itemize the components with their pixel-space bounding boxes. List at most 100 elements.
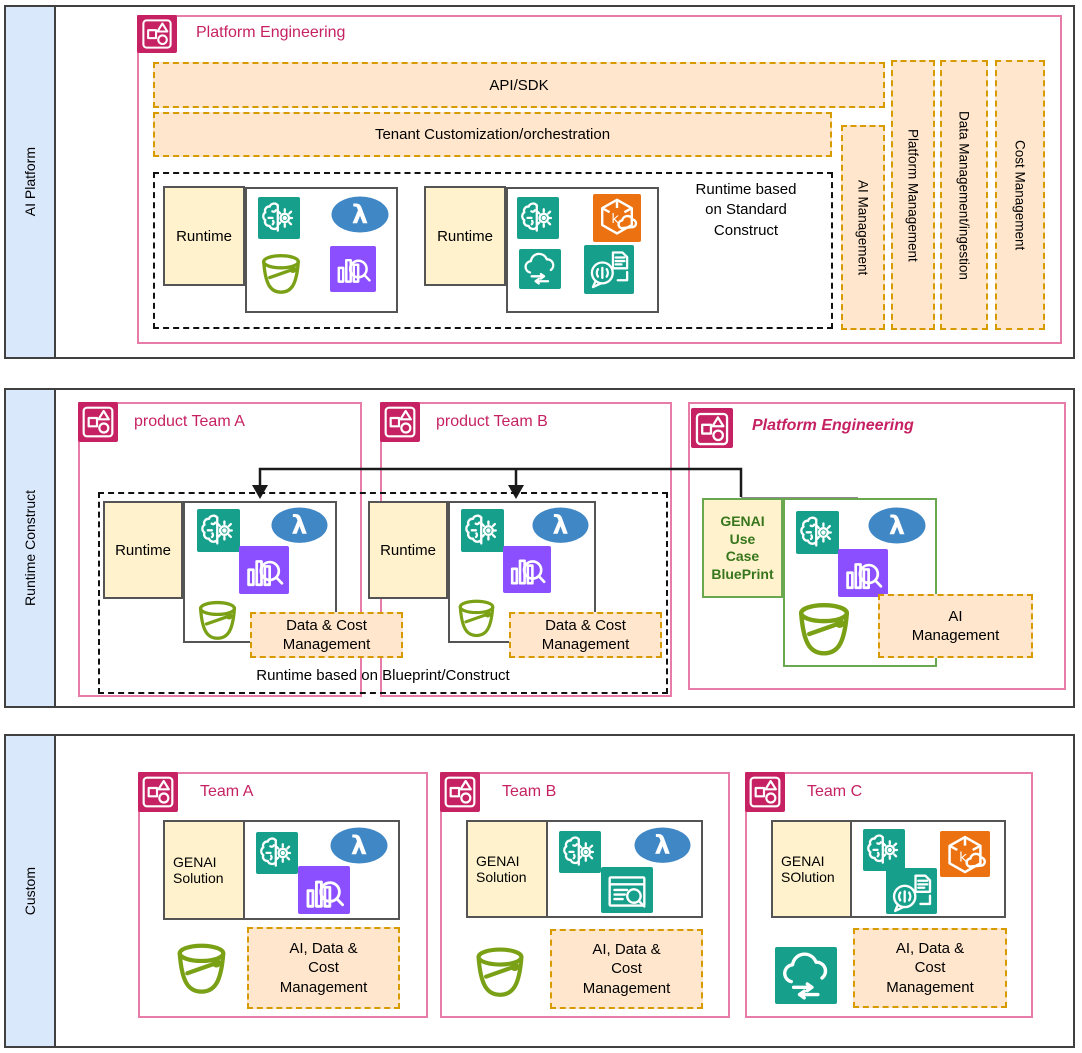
s3-bucket-icon: [453, 594, 500, 640]
band-runtime-construct-sidebar: Runtime Construct: [6, 390, 56, 706]
team-a-management-label: AI, Data & Cost Management: [279, 939, 368, 996]
standard-construct-dashed-box: [153, 172, 833, 329]
runtime-box-2: Runtime: [424, 186, 506, 286]
runtime-label-b: Runtime: [380, 541, 436, 559]
data-cost-management-a-box: Data & Cost Management: [250, 612, 403, 658]
team-icon: [138, 772, 178, 812]
svg-text:λ: λ: [889, 511, 905, 541]
opensearch-icon: [298, 866, 350, 914]
s3-bucket-icon: [469, 940, 531, 1001]
svg-text:λ: λ: [351, 831, 367, 861]
sagemaker-icon: [256, 832, 298, 874]
data-cost-management-a-label: Data & Cost Management: [282, 616, 371, 654]
product-team-b-title: product Team B: [436, 413, 548, 430]
svg-text:λ: λ: [291, 511, 307, 541]
ai-management-label: AI Management: [855, 179, 871, 276]
opensearch-icon: [838, 549, 888, 597]
genai-solution-b-box: GENAI Solution: [468, 822, 548, 916]
platform-engineering-title: Platform Engineering: [196, 24, 346, 41]
genai-solution-a-label: GENAI Solution: [173, 854, 224, 886]
cloud-transfer-icon: [519, 249, 561, 289]
team-b-title: Team B: [502, 783, 557, 800]
team-icon: [440, 772, 480, 812]
sagemaker-icon: [796, 511, 839, 554]
standard-construct-note: Runtime based on Standard Construct: [695, 181, 797, 239]
data-management-box: Data Management/ingestion: [940, 60, 988, 330]
api-sdk-box: API/SDK: [153, 62, 885, 108]
team-a-management-box: AI, Data & Cost Management: [247, 927, 400, 1009]
opensearch-icon: [503, 546, 551, 593]
opensearch-icon: [330, 246, 376, 292]
svg-text:λ: λ: [654, 831, 670, 861]
platform-engineering-2-title: Platform Engineering: [752, 417, 914, 434]
band-ai-platform-sidebar: AI Platform: [6, 7, 56, 357]
team-c-management-box: AI, Data & Cost Management: [853, 928, 1007, 1008]
cloud-transfer-icon: [775, 947, 837, 1004]
s3-bucket-icon: [193, 595, 242, 642]
team-a-title: Team A: [200, 783, 254, 800]
chat-transcript-icon: [584, 245, 634, 294]
s3-bucket-icon: [791, 595, 857, 657]
ai-management-2-label: AI Management: [911, 607, 1000, 645]
svg-text:λ: λ: [552, 511, 568, 541]
sagemaker-icon: [517, 197, 559, 239]
cost-management-label: Cost Management: [1012, 139, 1028, 251]
lambda-icon: λ: [330, 827, 388, 864]
product-team-a-title: product Team A: [134, 413, 245, 430]
platform-management-label: Platform Management: [905, 128, 921, 262]
sagemaker-icon: [461, 509, 504, 552]
lambda-icon: λ: [634, 827, 691, 863]
sagemaker-icon: [258, 197, 300, 239]
lambda-icon: λ: [532, 507, 589, 544]
band-label-runtime-construct: Runtime Construct: [22, 490, 38, 606]
data-cost-management-b-box: Data & Cost Management: [509, 612, 662, 658]
runtime-label-2: Runtime: [437, 227, 493, 245]
team-c-management-label: AI, Data & Cost Management: [886, 939, 974, 996]
runtime-box-a: Runtime: [103, 501, 183, 599]
lambda-icon: λ: [868, 507, 926, 544]
webpage-search-icon: [601, 867, 653, 913]
sagemaker-icon: [559, 831, 601, 873]
data-cost-management-b-label: Data & Cost Management: [541, 616, 630, 654]
platform-management-box: Platform Management: [891, 60, 935, 330]
eks-icon: k: [593, 194, 641, 242]
s3-bucket-icon: [170, 936, 233, 1000]
team-icon: [137, 15, 177, 53]
team-icon: [745, 772, 785, 812]
runtime-label-1: Runtime: [176, 227, 232, 245]
cost-management-box: Cost Management: [995, 60, 1045, 330]
svg-text:k: k: [611, 212, 619, 227]
team-icon: [691, 408, 733, 448]
blueprint-construct-dashed-box: [98, 492, 668, 694]
band-label-custom: Custom: [22, 866, 38, 916]
blueprint-construct-note: Runtime based on Blueprint/Construct: [256, 667, 510, 684]
lambda-icon: λ: [331, 196, 389, 233]
team-b-management-box: AI, Data & Cost Management: [550, 929, 703, 1009]
api-sdk-label: API/SDK: [489, 76, 549, 94]
opensearch-icon: [239, 546, 289, 594]
team-c-title: Team C: [807, 783, 863, 800]
genai-solution-a-box: GENAI Solution: [165, 822, 245, 918]
runtime-box-1: Runtime: [163, 186, 245, 286]
team-icon: [78, 402, 118, 442]
genai-blueprint-box: GENAI Use Case BluePrint: [702, 498, 783, 598]
s3-bucket-icon: [256, 248, 306, 298]
team-icon: [380, 402, 420, 442]
lambda-icon: λ: [271, 507, 328, 544]
tenant-customization-label: Tenant Customization/orchestration: [374, 126, 611, 143]
genai-solution-c-box: GENAI SOlution: [773, 822, 852, 916]
svg-text:λ: λ: [352, 200, 368, 230]
genai-solution-b-label: GENAI Solution: [476, 853, 527, 885]
genai-solution-c-label: GENAI SOlution: [781, 853, 835, 885]
ai-management-2-box: AI Management: [878, 594, 1033, 658]
team-b-management-label: AI, Data & Cost Management: [582, 940, 671, 997]
svg-text:k: k: [959, 849, 967, 865]
runtime-box-b: Runtime: [368, 501, 448, 599]
chat-transcript-icon: [886, 868, 937, 914]
sagemaker-icon: [197, 509, 240, 552]
band-custom-sidebar: Custom: [6, 736, 56, 1046]
runtime-label-a: Runtime: [115, 541, 171, 559]
genai-blueprint-label: GENAI Use Case BluePrint: [711, 513, 774, 582]
band-label-ai-platform: AI Platform: [22, 147, 38, 217]
